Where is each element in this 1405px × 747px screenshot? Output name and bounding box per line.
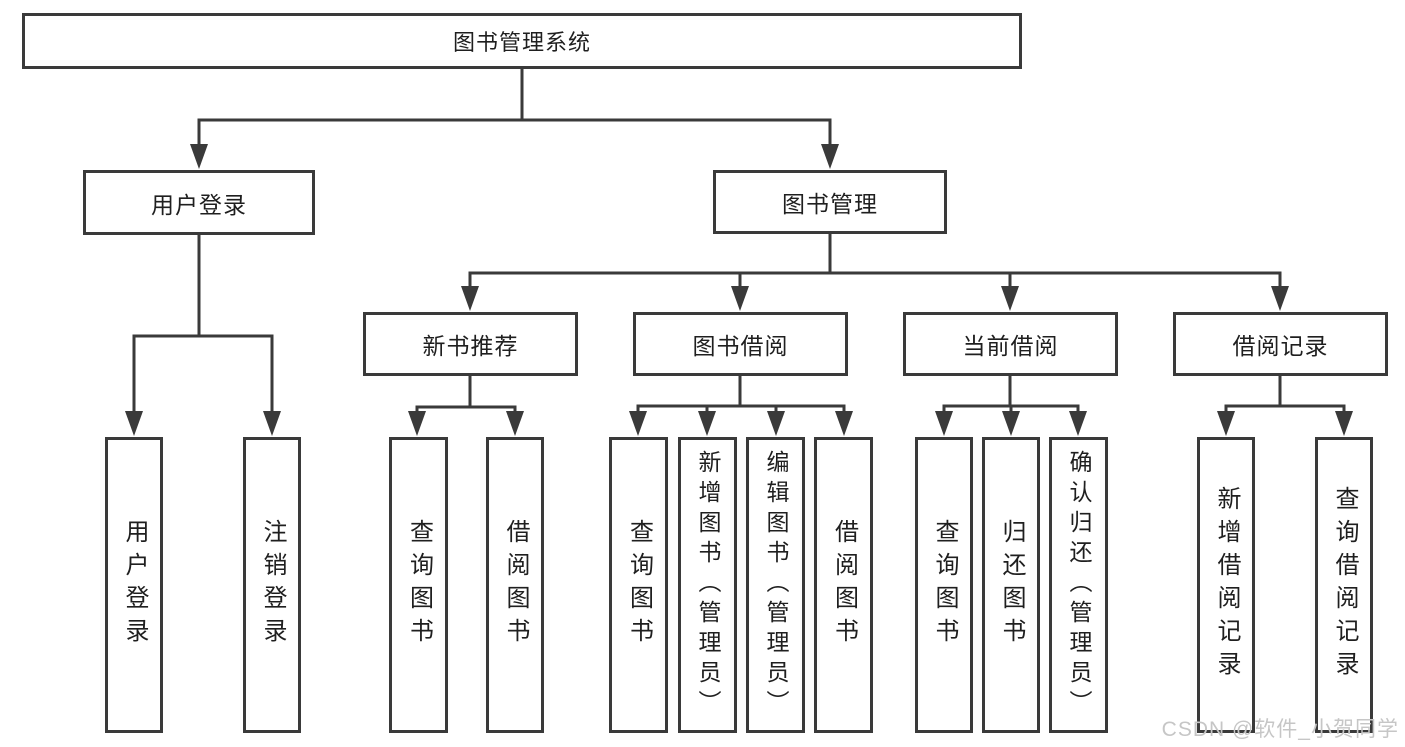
leaf-current-return-label: 归还图书 [998,519,1025,651]
node-root: 图书管理系统 [22,13,1022,69]
arrowhead-icon [1002,411,1020,436]
node-current-borrowing-label: 当前借阅 [962,333,1059,359]
connector-book-borrow-branch [636,376,846,412]
node-borrow-records-label: 借阅记录 [1232,333,1329,359]
leaf-newbook-borrow: 借阅图书 [486,437,544,733]
node-root-label: 图书管理系统 [452,30,591,55]
leaf-records-add: 新增借阅记录 [1197,437,1255,733]
arrowhead-icon [1217,411,1235,436]
arrowhead-icon [629,411,647,436]
leaf-borrow-query: 查询图书 [609,437,668,733]
leaf-current-return: 归还图书 [982,437,1040,733]
node-current-borrowing: 当前借阅 [903,312,1118,376]
leaf-borrow-query-label: 查询图书 [625,519,653,651]
arrowhead-icon [821,144,839,169]
arrowhead-icon [935,411,953,436]
connector-borrow-records-branch [1224,376,1346,412]
node-book-management-label: 图书管理 [782,191,878,217]
leaf-borrow-borrow-label: 借阅图书 [830,519,858,651]
leaf-current-query: 查询图书 [915,437,973,733]
node-book-borrowing-label: 图书借阅 [692,333,789,359]
arrowhead-icon [1001,286,1019,311]
leaf-user-login-label: 用户登录 [121,519,148,651]
arrowhead-icon [1335,411,1353,436]
leaf-records-query: 查询借阅记录 [1315,437,1373,733]
leaf-user-login: 用户登录 [105,437,163,733]
leaf-newbook-query-label: 查询图书 [405,519,433,651]
node-new-book-recommend: 新书推荐 [363,312,578,376]
node-new-book-recommend-label: 新书推荐 [422,333,519,359]
arrowhead-icon [506,411,524,436]
leaf-newbook-query: 查询图书 [389,437,448,733]
leaf-borrow-edit-admin: 编辑图书（管理员） [746,437,805,733]
connector-current-borrow-branch [942,376,1080,412]
leaf-borrow-borrow: 借阅图书 [814,437,873,733]
connector-user-login-branch [132,235,274,412]
arrowhead-icon [125,411,143,436]
arrowhead-icon [408,411,426,436]
arrowhead-icon [767,411,785,436]
arrowhead-icon [461,286,479,311]
arrowhead-icon [698,411,716,436]
connector-new-book-branch [415,376,517,412]
leaf-newbook-borrow-label: 借阅图书 [502,519,529,651]
arrowhead-icon [1069,411,1087,436]
leaf-logout: 注销登录 [243,437,301,733]
watermark: CSDN @软件_小贺同学 [1161,718,1399,741]
node-book-borrowing: 图书借阅 [633,312,848,376]
leaf-records-query-label: 查询借阅记录 [1331,486,1358,684]
leaf-current-query-label: 查询图书 [931,519,958,651]
arrowhead-icon [731,286,749,311]
leaf-current-confirm-admin: 确认归还（管理员） [1049,437,1108,733]
arrowhead-icon [835,411,853,436]
leaf-records-add-label: 新增借阅记录 [1213,486,1240,684]
node-user-login: 用户登录 [83,170,315,235]
connector-root-to-level2 [197,69,832,146]
connector-book-management-branch [468,234,1282,287]
arrowhead-icon [190,144,208,169]
leaf-current-confirm-admin-label: 确认归还（管理员） [1066,450,1092,720]
node-borrow-records: 借阅记录 [1173,312,1388,376]
node-user-login-label: 用户登录 [151,191,247,218]
arrowhead-icon [263,411,281,436]
leaf-borrow-add-admin-label: 新增图书（管理员） [695,450,721,720]
arrowhead-icon [1271,286,1289,311]
leaf-borrow-edit-admin-label: 编辑图书（管理员） [763,450,789,720]
leaf-logout-label: 注销登录 [259,519,286,651]
node-book-management: 图书管理 [713,170,947,234]
leaf-borrow-add-admin: 新增图书（管理员） [678,437,737,733]
